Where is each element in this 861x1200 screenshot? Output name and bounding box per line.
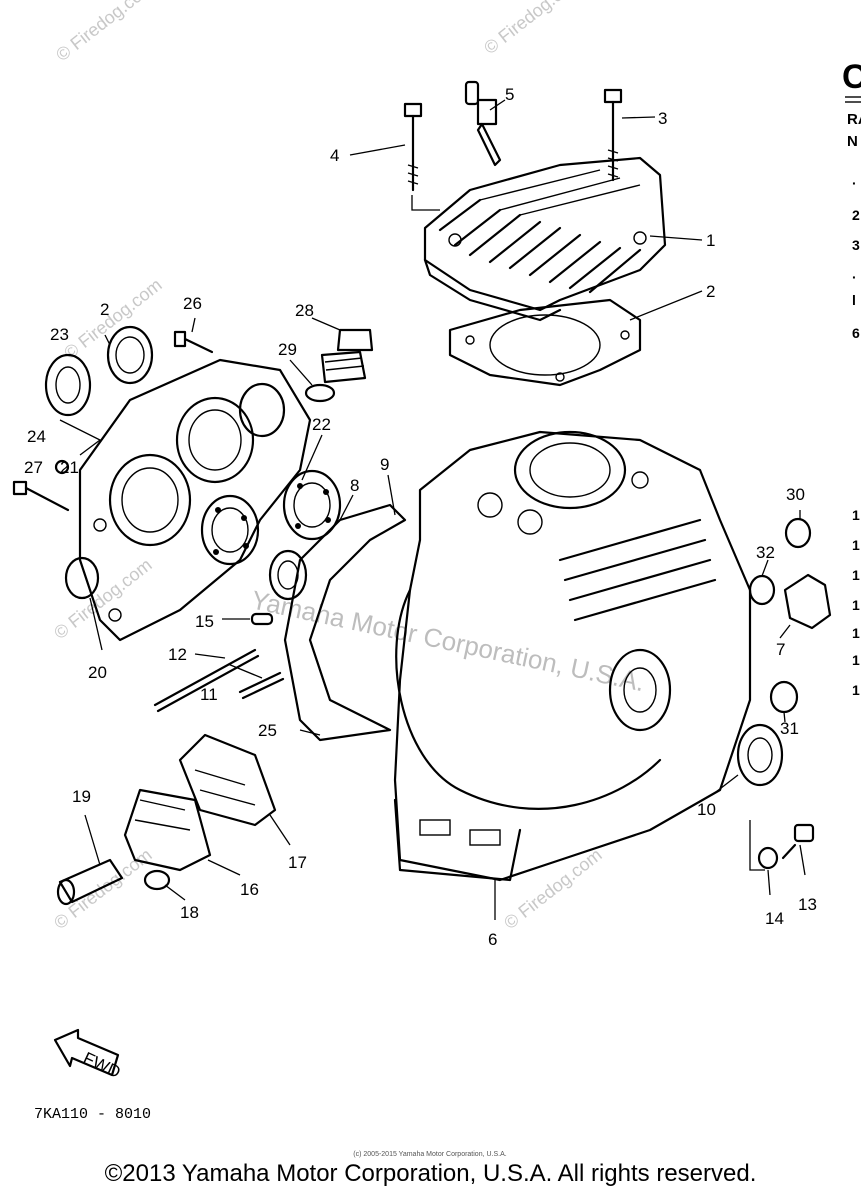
callout-19: 19 bbox=[72, 787, 91, 806]
watermark-3: © Firedog.com bbox=[60, 275, 166, 364]
callout-1: 1 bbox=[706, 231, 715, 250]
svg-text:1: 1 bbox=[852, 682, 860, 698]
bolt-26 bbox=[173, 330, 214, 354]
header-row-2: N bbox=[847, 133, 858, 150]
oil-seal-2 bbox=[106, 325, 154, 385]
bearing-22a bbox=[200, 494, 260, 566]
callout-21: 21 bbox=[60, 458, 79, 477]
watermark-1: © Firedog.com bbox=[52, 0, 158, 65]
svg-text:3: 3 bbox=[852, 237, 860, 253]
leader-lines bbox=[59, 99, 806, 920]
callout-24: 24 bbox=[27, 427, 46, 446]
header-row-1: RA bbox=[847, 111, 861, 128]
callout-15: 15 bbox=[195, 612, 214, 631]
watermark-2: © Firedog.com bbox=[480, 0, 586, 58]
crankcase-cover bbox=[78, 358, 312, 642]
callout-5: 5 bbox=[505, 85, 514, 104]
callout-14: 14 bbox=[765, 909, 784, 928]
svg-text:6: 6 bbox=[852, 325, 860, 341]
callout-6: 6 bbox=[488, 930, 497, 949]
bolt-27 bbox=[12, 459, 70, 512]
header-fragment: C RA N · 2 3 · l 6 1 1 1 1 1 1 1 bbox=[842, 58, 861, 698]
callout-18: 18 bbox=[180, 903, 199, 922]
watermark-center: Yamaha Motor Corporation, U.S.A. bbox=[249, 585, 648, 698]
callout-labels: 1 2 3 4 5 6 7 8 9 10 11 12 13 14 15 16 1… bbox=[24, 85, 817, 949]
cover-gasket-17 bbox=[178, 733, 277, 827]
callout-2b: 2 bbox=[100, 300, 109, 319]
dowel-18 bbox=[143, 869, 171, 891]
svg-text:1: 1 bbox=[852, 537, 860, 553]
svg-text:·: · bbox=[852, 269, 857, 285]
callout-16: 16 bbox=[240, 880, 259, 899]
head-bolt-4 bbox=[403, 102, 423, 192]
bearing-small bbox=[268, 549, 308, 601]
oil-seal-10 bbox=[736, 723, 784, 787]
plug-7 bbox=[783, 573, 832, 630]
callout-32: 32 bbox=[756, 543, 775, 562]
callout-11: 11 bbox=[200, 685, 218, 704]
footer-copyright: ©2013 Yamaha Motor Corporation, U.S.A. A… bbox=[104, 1160, 757, 1187]
header-big-letter: C bbox=[842, 58, 861, 96]
callout-2: 2 bbox=[706, 282, 715, 301]
svg-text:1: 1 bbox=[852, 567, 860, 583]
oil-filler-plug-28 bbox=[320, 328, 374, 384]
watermark-5: © Firedog.com bbox=[50, 845, 156, 934]
seal-20 bbox=[64, 556, 100, 600]
callout-3: 3 bbox=[658, 109, 667, 128]
callout-28: 28 bbox=[295, 301, 314, 320]
svg-text:1: 1 bbox=[852, 597, 860, 613]
o-ring-29 bbox=[304, 383, 336, 403]
callout-31: 31 bbox=[780, 719, 799, 738]
callout-13: 13 bbox=[798, 895, 817, 914]
plug-32 bbox=[748, 574, 776, 606]
spark-plug-5 bbox=[464, 80, 502, 167]
plug-31 bbox=[769, 680, 799, 714]
stud-12 bbox=[153, 648, 260, 713]
callout-30: 30 bbox=[786, 485, 805, 504]
side-cover-16 bbox=[123, 788, 212, 872]
pin-19 bbox=[56, 858, 124, 906]
svg-text:1: 1 bbox=[852, 625, 860, 641]
callout-10: 10 bbox=[697, 800, 716, 819]
stud-11 bbox=[238, 671, 285, 700]
callout-26: 26 bbox=[183, 294, 202, 313]
callout-27: 27 bbox=[24, 458, 43, 477]
callout-12: 12 bbox=[168, 645, 187, 664]
callout-8: 8 bbox=[350, 476, 359, 495]
crankcase-block bbox=[393, 430, 752, 882]
svg-text:1: 1 bbox=[852, 652, 860, 668]
cylinder-head bbox=[423, 156, 667, 322]
callout-22: 22 bbox=[312, 415, 331, 434]
callout-29: 29 bbox=[278, 340, 297, 359]
callout-25: 25 bbox=[258, 721, 277, 740]
svg-text:2: 2 bbox=[852, 207, 860, 223]
drawing-code: 7KA110 - 8010 bbox=[34, 1106, 151, 1123]
bolt-13 bbox=[781, 823, 815, 860]
callout-4: 4 bbox=[330, 146, 339, 165]
callout-23: 23 bbox=[50, 325, 69, 344]
callout-7: 7 bbox=[776, 640, 785, 659]
bearing-22b bbox=[282, 469, 342, 541]
svg-text:·: · bbox=[852, 175, 857, 191]
oil-seal-23 bbox=[44, 353, 92, 417]
plug-30 bbox=[784, 517, 812, 549]
dowel-15 bbox=[250, 612, 274, 626]
svg-text:1: 1 bbox=[852, 507, 860, 523]
head-bolt-3 bbox=[603, 88, 623, 182]
callout-17: 17 bbox=[288, 853, 307, 872]
fwd-arrow: FWD bbox=[53, 1028, 123, 1082]
svg-text:l: l bbox=[852, 292, 856, 308]
washer-14 bbox=[757, 846, 779, 870]
head-gasket bbox=[448, 298, 642, 387]
small-copyright: (c) 2005-2015 Yamaha Motor Corporation, … bbox=[353, 1151, 506, 1158]
callout-20: 20 bbox=[88, 663, 107, 682]
watermark-6: © Firedog.com bbox=[500, 845, 606, 934]
cover-gasket bbox=[283, 503, 407, 742]
callout-9: 9 bbox=[380, 455, 389, 474]
